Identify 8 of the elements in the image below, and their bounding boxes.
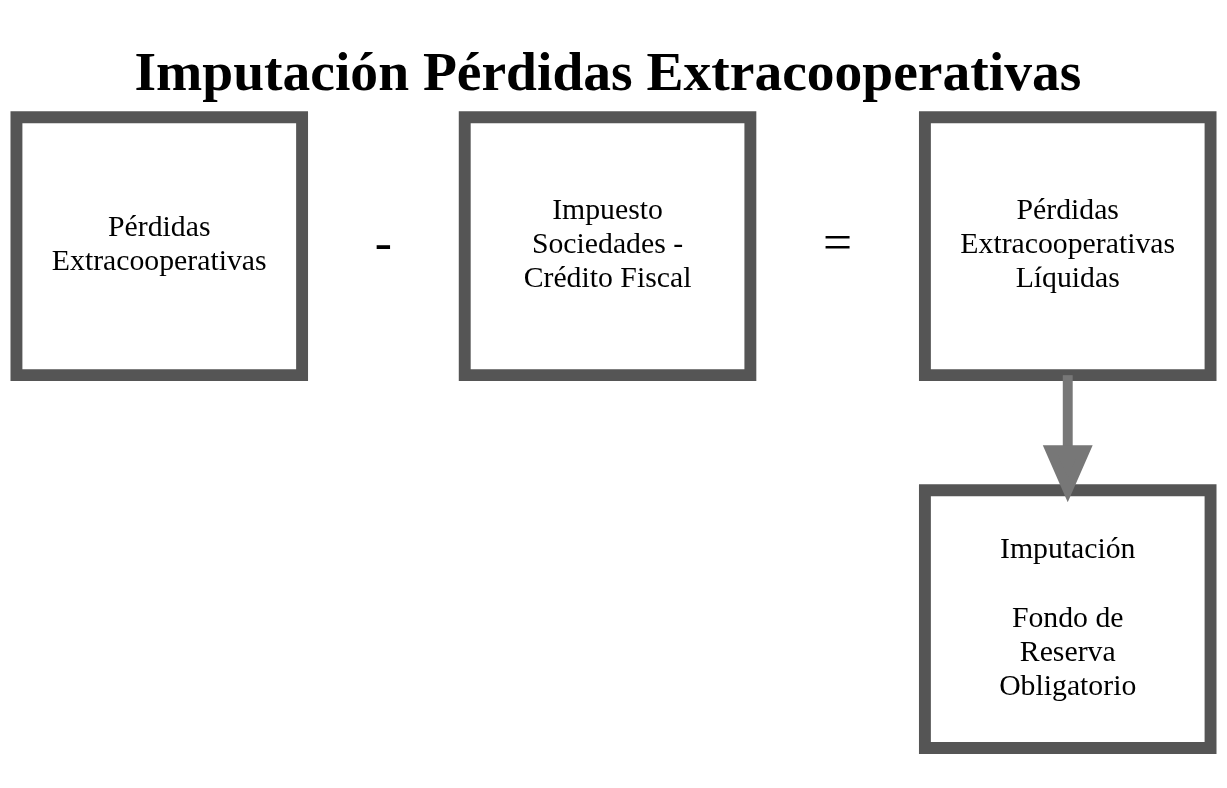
node-box: Pérdidas Extracooperativas (10, 111, 309, 382)
diagram-title: Imputación Pérdidas Extracooperativas (134, 41, 1082, 103)
arrow (1042, 375, 1093, 503)
label: - (374, 212, 392, 270)
node-box: Imputación Fondo de Reserva Obligatorio (918, 484, 1217, 755)
label: = (823, 212, 853, 270)
node-box: Impuesto Sociedades - Crédito Fiscal (458, 111, 757, 382)
node-box: Pérdidas Extracooperativas Líquidas (918, 111, 1217, 382)
